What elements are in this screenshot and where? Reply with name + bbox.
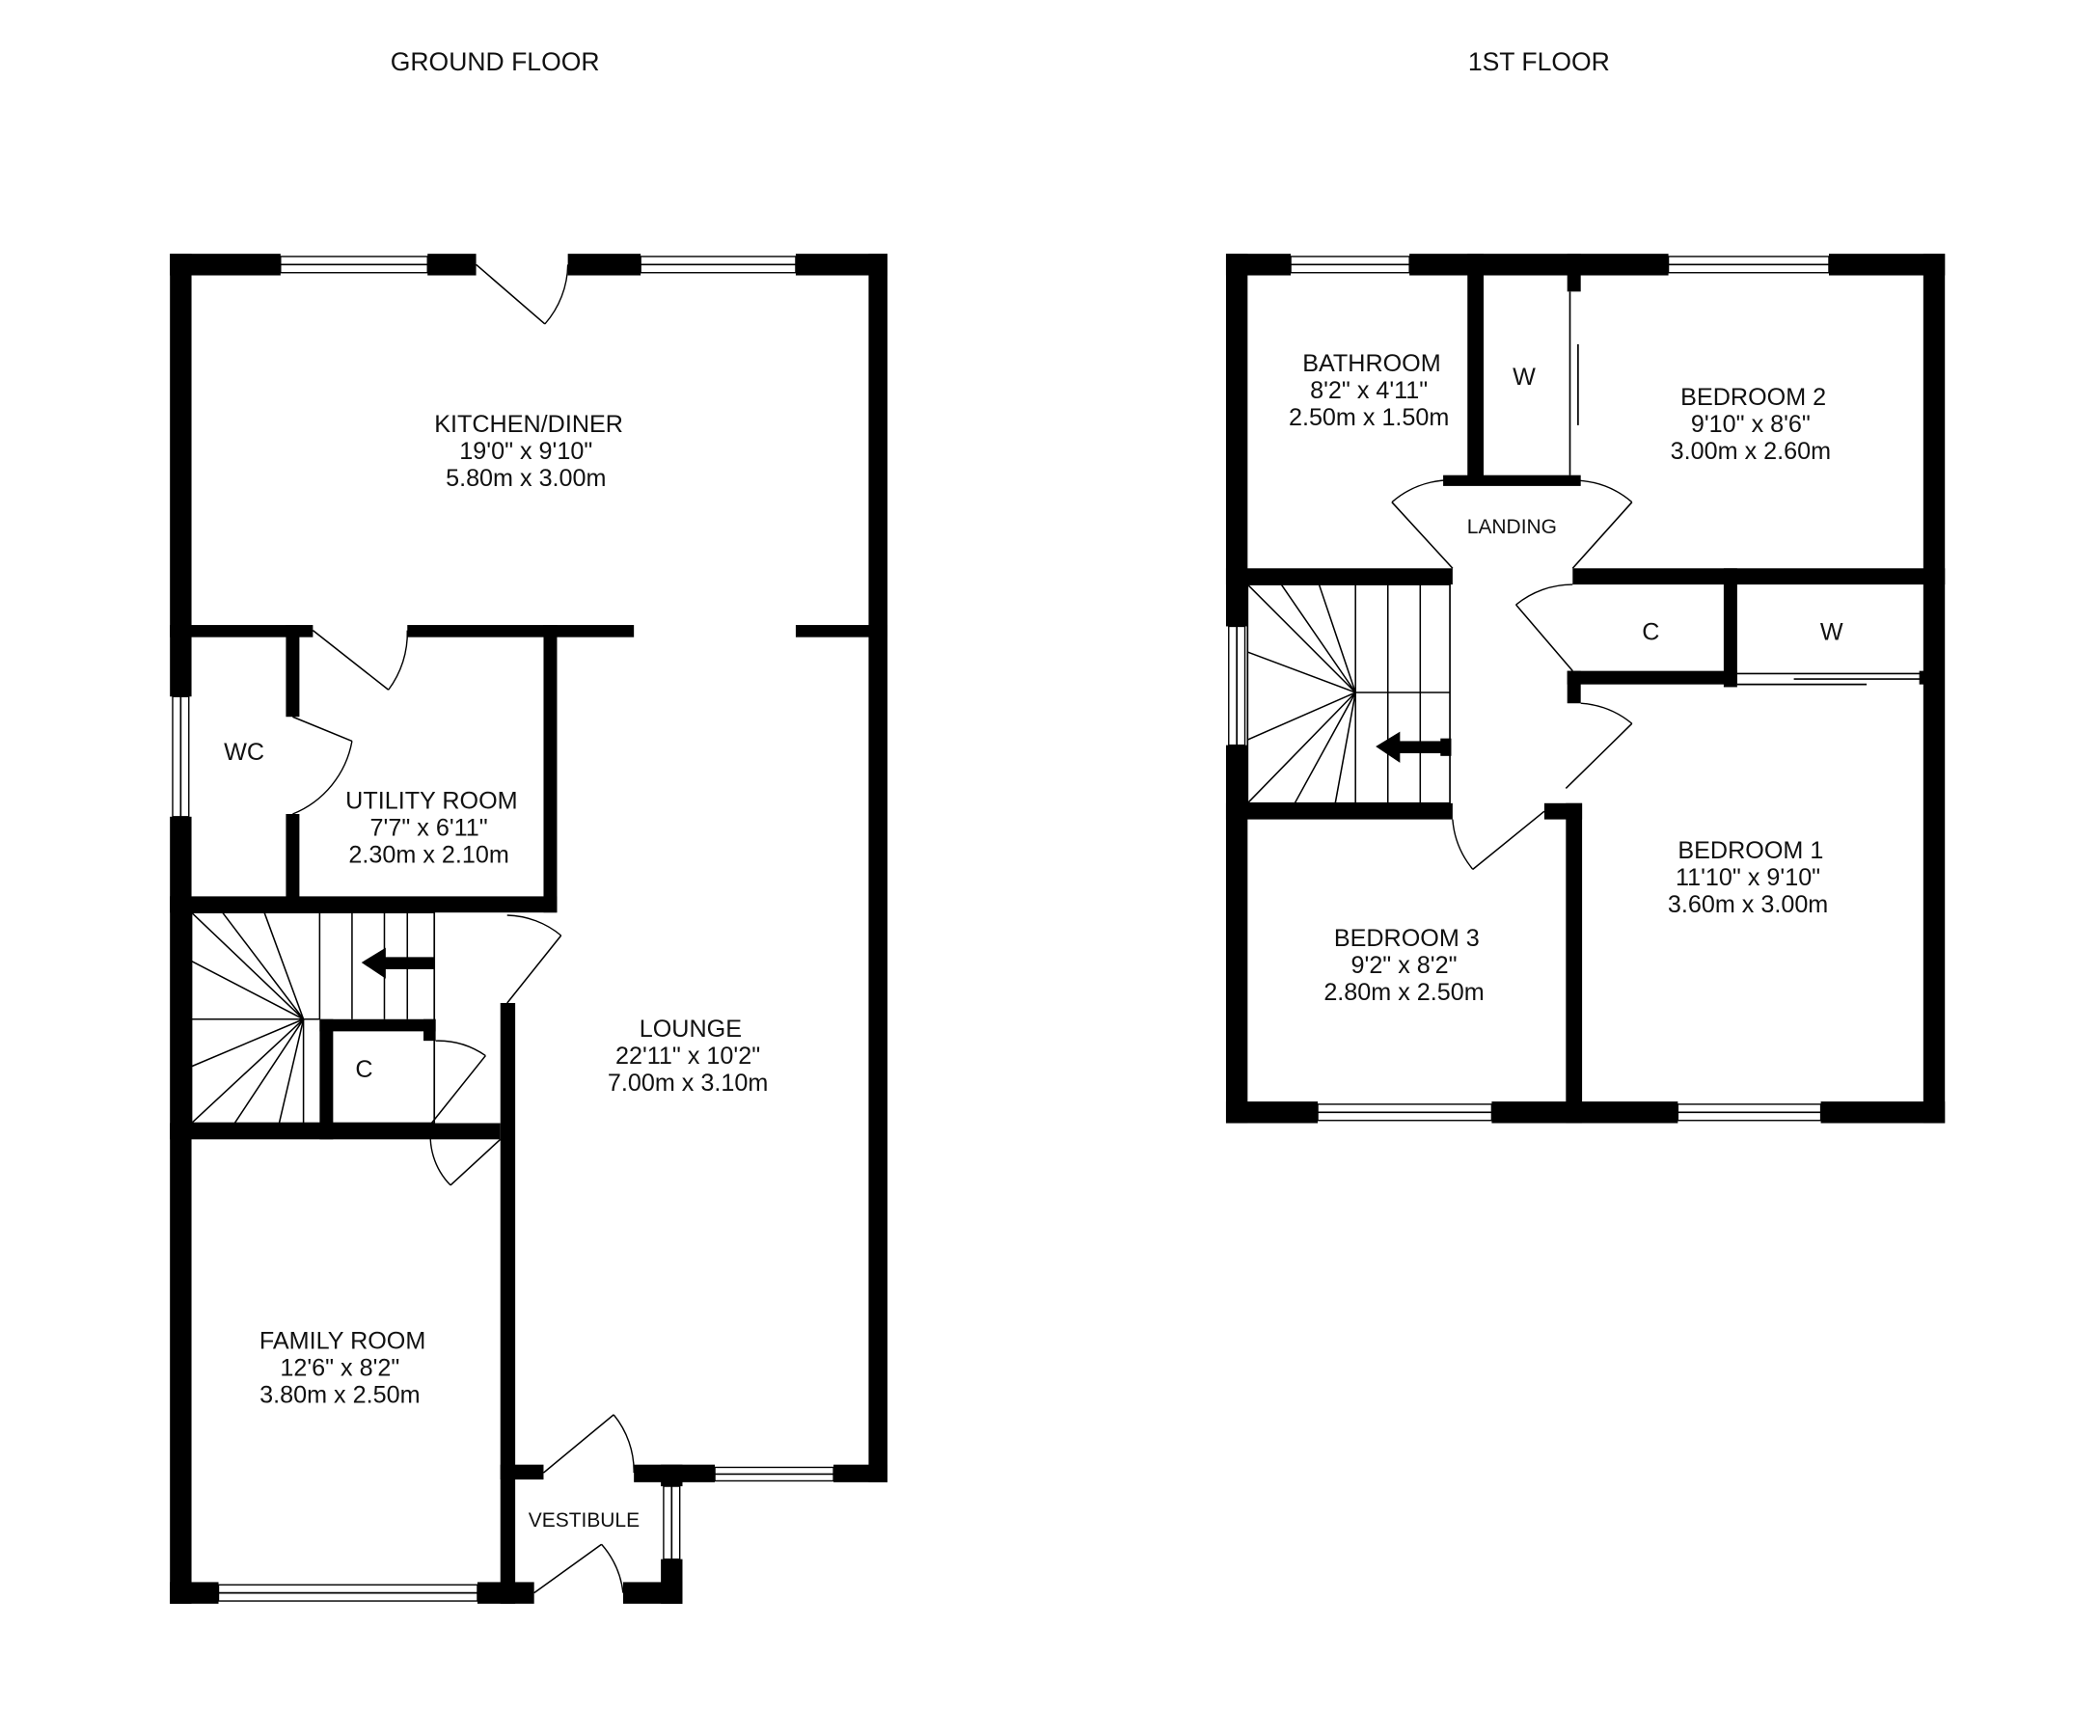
bedroom2-imperial: 9'10" x 8'6" xyxy=(1691,411,1811,438)
first-interior-walls xyxy=(1225,254,1946,1124)
first-doors xyxy=(1391,479,1633,870)
first-floor-title: 1ST FLOOR xyxy=(1468,47,1610,76)
ground-cupboard-name: C xyxy=(355,1056,372,1083)
first-staircase xyxy=(1246,583,1452,804)
kitchen-diner-imperial: 19'0" x 9'10" xyxy=(459,438,592,465)
first-stair-arrow-icon xyxy=(1397,741,1449,754)
ground-doors xyxy=(292,263,635,1594)
ground-floor-title: GROUND FLOOR xyxy=(391,47,600,76)
ground-room-labels: KITCHEN/DINER 19'0" x 9'10" 5.80m x 3.00… xyxy=(224,411,768,1532)
bedroom1-metric: 3.60m x 3.00m xyxy=(1668,891,1828,918)
kitchen-diner-name: KITCHEN/DINER xyxy=(434,411,623,438)
first-cupboard-name: C xyxy=(1642,618,1659,645)
kitchen-diner-metric: 5.80m x 3.00m xyxy=(446,465,606,492)
wc-name: WC xyxy=(224,739,264,766)
ground-windows xyxy=(172,256,834,1602)
first-room-labels: BATHROOM 8'2" x 4'11" 2.50m x 1.50m W BE… xyxy=(1289,350,1843,1006)
wardrobe-top-name: W xyxy=(1513,364,1536,391)
ground-floor-plan: GROUND FLOOR xyxy=(170,47,888,1604)
bathroom-imperial: 8'2" x 4'11" xyxy=(1310,377,1428,404)
bedroom2-metric: 3.00m x 2.60m xyxy=(1671,438,1831,465)
family-room-metric: 3.80m x 2.50m xyxy=(259,1381,420,1408)
first-windows xyxy=(1228,256,1830,1122)
ground-interior-walls xyxy=(170,625,888,1604)
ground-staircase xyxy=(190,911,436,1125)
lounge-metric: 7.00m x 3.10m xyxy=(608,1070,768,1097)
utility-room-name: UTILITY ROOM xyxy=(345,787,517,814)
wardrobe-right-name: W xyxy=(1820,618,1843,645)
bathroom-name: BATHROOM xyxy=(1302,350,1441,377)
bedroom3-imperial: 9'2" x 8'2" xyxy=(1351,952,1458,979)
lounge-imperial: 22'11" x 10'2" xyxy=(615,1043,760,1070)
bedroom2-name: BEDROOM 2 xyxy=(1680,384,1826,411)
bedroom3-name: BEDROOM 3 xyxy=(1334,925,1480,952)
lounge-name: LOUNGE xyxy=(640,1016,742,1043)
utility-room-metric: 2.30m x 2.10m xyxy=(348,841,508,868)
utility-room-imperial: 7'7" x 6'11" xyxy=(370,814,488,841)
bedroom1-imperial: 11'10" x 9'10" xyxy=(1676,864,1820,891)
vestibule-name: VESTIBULE xyxy=(529,1509,640,1532)
first-floor-plan: 1ST FLOOR xyxy=(1225,47,1946,1124)
ground-exterior-walls xyxy=(170,254,888,1604)
family-room-imperial: 12'6" x 8'2" xyxy=(280,1354,399,1381)
bedroom1-name: BEDROOM 1 xyxy=(1677,837,1823,864)
landing-name: LANDING xyxy=(1467,516,1557,538)
family-room-name: FAMILY ROOM xyxy=(259,1327,425,1354)
first-exterior-walls xyxy=(1225,254,1946,1124)
first-wardrobe-doors xyxy=(1568,291,1922,686)
bedroom3-metric: 2.80m x 2.50m xyxy=(1323,979,1484,1006)
ground-stair-arrow-icon xyxy=(383,957,435,969)
bathroom-metric: 2.50m x 1.50m xyxy=(1289,404,1449,431)
